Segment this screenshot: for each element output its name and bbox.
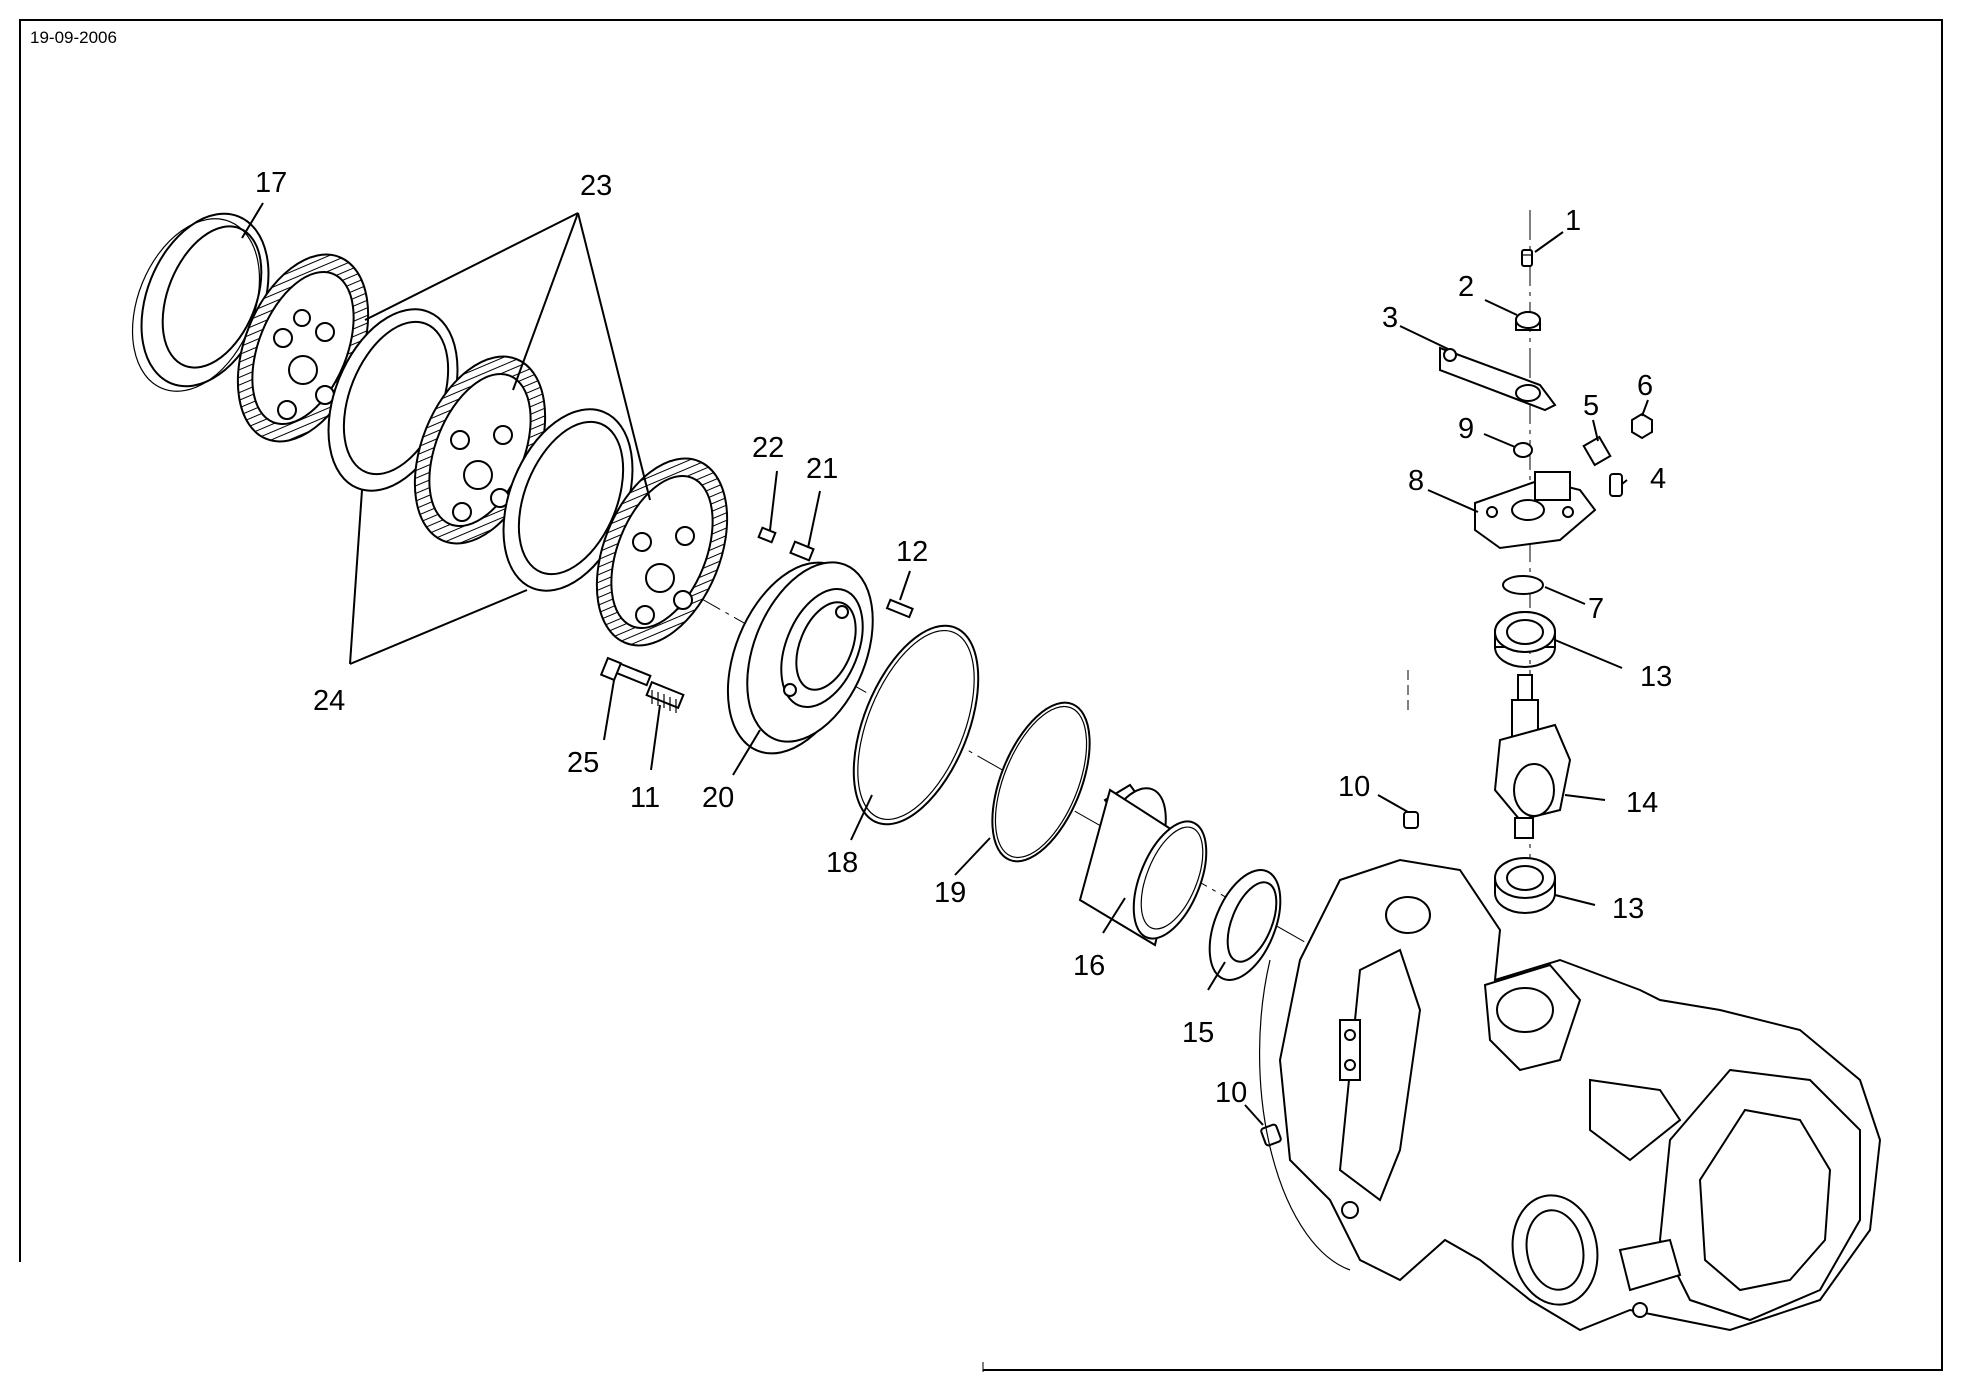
part-13-bearing-upper — [1494, 611, 1556, 668]
callout-17: 17 — [255, 167, 287, 199]
part-19-o-ring — [991, 701, 1091, 863]
part-12-pin — [885, 598, 914, 619]
part-20-piston — [726, 561, 874, 755]
drawing-date: 19-09-2006 — [30, 28, 117, 47]
callout-19: 19 — [934, 877, 966, 909]
callout-14: 14 — [1626, 787, 1658, 819]
part-24-separator-plate-2 — [502, 408, 634, 592]
callout-7: 7 — [1588, 593, 1604, 625]
callout-labels: 1 2 3 4 5 6 7 8 9 10 10 11 12 13 13 14 1… — [255, 167, 1672, 1109]
axle-housing — [1258, 858, 1882, 1332]
part-3-lever — [1439, 346, 1557, 412]
callout-3: 3 — [1382, 302, 1398, 334]
callout-16: 16 — [1073, 950, 1105, 982]
callout-20: 20 — [702, 782, 734, 814]
part-9-o-ring — [1513, 442, 1533, 458]
callout-24: 24 — [313, 685, 345, 717]
callout-25: 25 — [567, 747, 599, 779]
part-15-ring-nut — [1208, 869, 1282, 981]
callout-10-upper: 10 — [1338, 771, 1370, 803]
callout-13-lower: 13 — [1612, 893, 1644, 925]
callout-21: 21 — [806, 453, 838, 485]
callout-1: 1 — [1565, 205, 1581, 237]
callout-18: 18 — [826, 847, 858, 879]
part-11-spring — [645, 680, 685, 713]
part-10-plug-lower — [1260, 1123, 1282, 1147]
callout-4: 4 — [1650, 463, 1666, 495]
part-13-bearing-lower — [1494, 857, 1556, 914]
callout-8: 8 — [1408, 465, 1424, 497]
part-21-bushing — [789, 540, 815, 562]
part-16-sleeve — [1078, 783, 1208, 947]
part-1-screw — [1521, 249, 1533, 267]
callout-6: 6 — [1637, 370, 1653, 402]
part-8-cover — [1474, 471, 1597, 550]
callout-13-upper: 13 — [1640, 661, 1672, 693]
callout-9: 9 — [1458, 413, 1474, 445]
part-5-stud — [1582, 435, 1612, 467]
callout-12: 12 — [896, 536, 928, 568]
part-22-screw — [757, 526, 777, 544]
part-4-screw — [1609, 473, 1623, 497]
callout-15: 15 — [1182, 1017, 1214, 1049]
part-18-o-ring — [852, 624, 980, 826]
callout-11: 11 — [630, 782, 660, 814]
callout-5: 5 — [1583, 390, 1599, 422]
part-7-o-ring — [1502, 575, 1544, 595]
part-2-washer — [1515, 311, 1541, 331]
callout-23: 23 — [580, 170, 612, 202]
callout-22: 22 — [752, 432, 784, 464]
callout-10-lower: 10 — [1215, 1077, 1247, 1109]
part-14-steering-knuckle-shaft — [1493, 674, 1572, 839]
leader-lines — [241, 202, 1649, 1126]
part-10-plug-upper — [1403, 811, 1419, 829]
part-6-nut — [1631, 412, 1653, 440]
part-25-bolt — [599, 656, 652, 687]
drawing-border — [19, 19, 1943, 1372]
callout-2: 2 — [1458, 271, 1474, 303]
part-23-friction-disc-3 — [595, 457, 729, 647]
